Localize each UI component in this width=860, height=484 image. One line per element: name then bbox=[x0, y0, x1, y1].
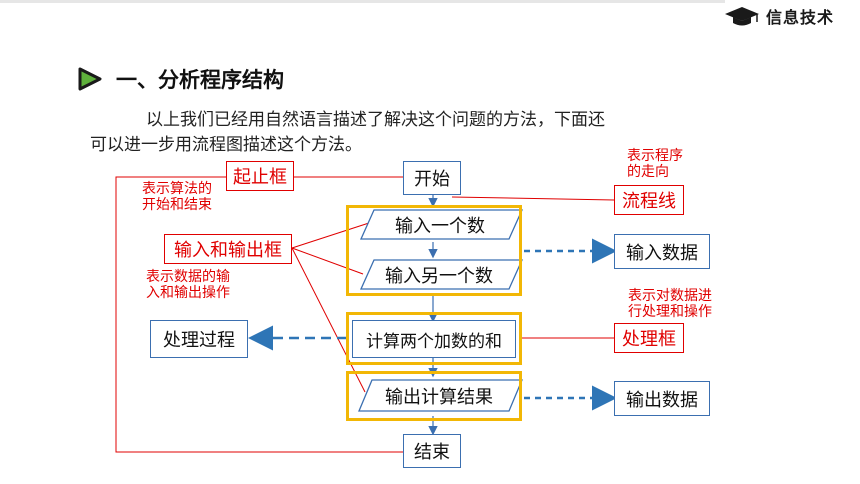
io-group-frame bbox=[346, 205, 522, 296]
terminal-desc: 表示算法的 开始和结束 bbox=[142, 181, 212, 213]
process-group-frame bbox=[346, 312, 522, 365]
section-title: 一、分析程序结构 bbox=[116, 68, 284, 92]
terminal-end-leader-line bbox=[115, 176, 403, 453]
input1-shape bbox=[359, 209, 524, 240]
input2-label: 输入另一个数 bbox=[385, 265, 493, 287]
start-node: 开始 bbox=[403, 161, 461, 195]
terminal-desc-line-2: 开始和结束 bbox=[142, 197, 212, 213]
io-leader-line-1 bbox=[291, 221, 373, 249]
section-heading: 一、分析程序结构 bbox=[76, 62, 284, 96]
output-data-box: 输出数据 bbox=[614, 381, 710, 416]
intro-paragraph: 以上我们已经用自然语言描述了解决这个问题的方法，下面还 可以进一步用流程图描述这… bbox=[90, 108, 698, 158]
io-desc: 表示数据的输 入和输出操作 bbox=[146, 269, 230, 301]
io-leader-line-3 bbox=[291, 247, 366, 393]
play-arrow-icon bbox=[78, 67, 102, 91]
flowline-desc-line-2: 的走向 bbox=[627, 164, 669, 180]
input2-shape bbox=[359, 259, 524, 290]
brand-text: 信息技术 bbox=[766, 8, 835, 27]
brand: 信息技术 bbox=[724, 1, 854, 31]
flowline-desc: 表示程序 的走向 bbox=[627, 148, 683, 180]
terminal-desc-line-1: 表示算法的 bbox=[142, 181, 212, 197]
graduation-cap-icon bbox=[725, 7, 759, 26]
process-desc-line-2: 行处理和操作 bbox=[628, 304, 712, 320]
end-node: 结束 bbox=[403, 434, 461, 468]
process-node: 计算两个加数的和 bbox=[352, 320, 516, 358]
header-divider bbox=[0, 0, 725, 3]
io-leader-line-2 bbox=[291, 247, 364, 275]
terminal-label: 起止框 bbox=[226, 161, 294, 191]
process-label: 处理框 bbox=[614, 323, 684, 353]
input-data-box: 输入数据 bbox=[614, 234, 710, 269]
process-desc-line-1: 表示对数据进 bbox=[628, 288, 712, 304]
output-group-frame bbox=[346, 371, 522, 421]
process-desc: 表示对数据进 行处理和操作 bbox=[628, 288, 712, 320]
io-desc-line-1: 表示数据的输 bbox=[146, 269, 230, 285]
io-desc-line-2: 入和输出操作 bbox=[146, 285, 230, 301]
output-shape bbox=[358, 379, 523, 412]
output-label: 输出计算结果 bbox=[385, 386, 493, 408]
flowline-desc-line-1: 表示程序 bbox=[627, 148, 683, 164]
flowline-label: 流程线 bbox=[614, 185, 684, 215]
io-label: 输入和输出框 bbox=[164, 234, 292, 264]
input1-label: 输入一个数 bbox=[395, 215, 485, 237]
flowline-leader-line bbox=[451, 196, 615, 201]
process-step-box: 处理过程 bbox=[150, 320, 248, 358]
intro-line-1: 以上我们已经用自然语言描述了解决这个问题的方法，下面还 bbox=[146, 110, 605, 130]
intro-line-2: 可以进一步用流程图描述这个方法。 bbox=[90, 135, 362, 155]
